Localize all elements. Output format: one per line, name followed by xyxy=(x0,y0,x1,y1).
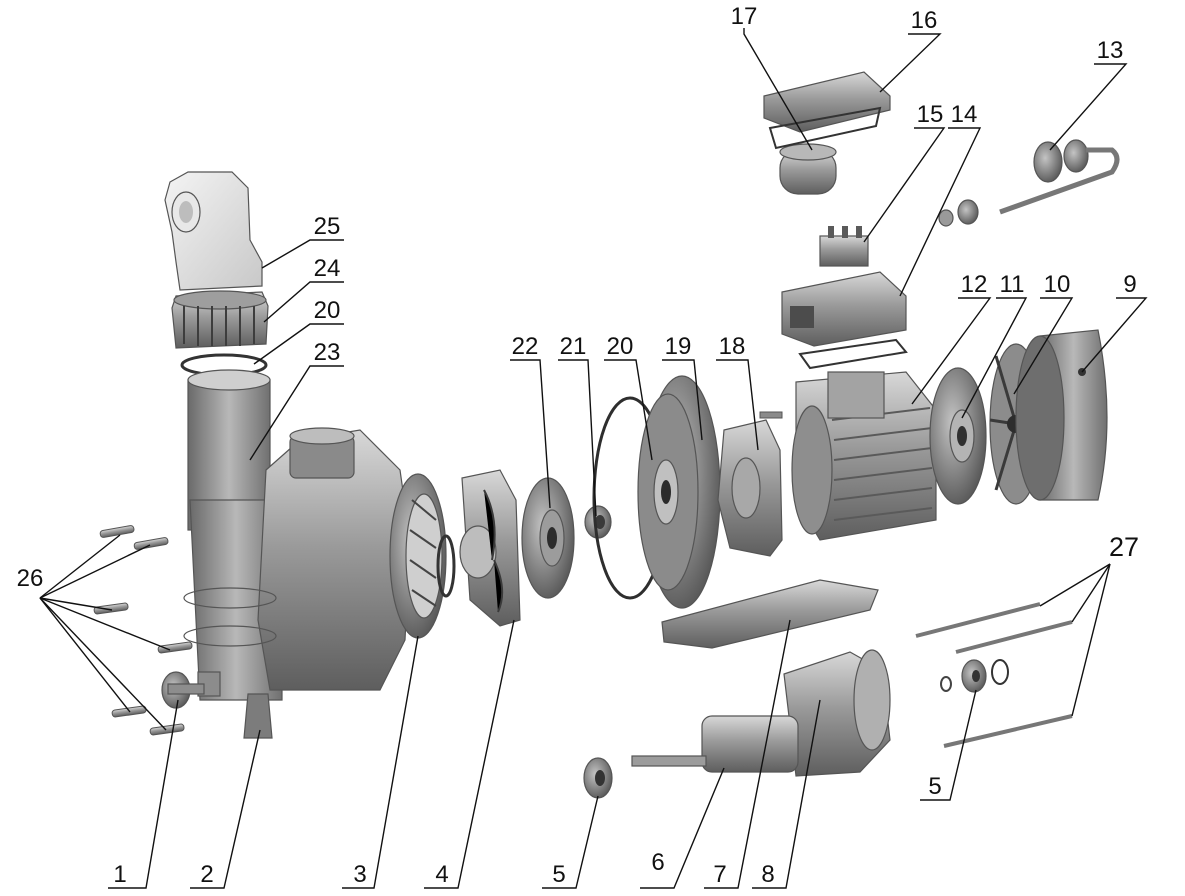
diffuser-part xyxy=(389,473,447,639)
label-13: 13 xyxy=(1097,37,1124,64)
fan-cover-part xyxy=(1015,329,1108,501)
seal-plate-part xyxy=(521,477,575,599)
leader-lines xyxy=(39,28,1148,889)
label-5-rear: 5 xyxy=(928,773,941,800)
terminal-cover-part xyxy=(763,71,891,150)
label-3: 3 xyxy=(353,861,366,888)
label-5-front: 5 xyxy=(552,861,565,888)
label-2: 2 xyxy=(200,861,213,888)
label-12: 12 xyxy=(961,271,988,298)
callout-labels: 1 2 3 4 5 6 7 8 5 9 10 11 12 13 14 15 16… xyxy=(17,3,1139,888)
through-bolts-part xyxy=(915,602,1073,748)
motor-flange-part xyxy=(717,411,783,557)
cable-gland-part xyxy=(938,139,1120,227)
pump-housing-part xyxy=(183,427,411,739)
label-6: 6 xyxy=(651,849,664,876)
housing-bolts-part xyxy=(93,525,193,736)
seal-housing-part xyxy=(637,375,721,609)
mechanical-seal-part xyxy=(584,505,612,539)
drain-plug-part xyxy=(161,671,205,709)
label-20-upper: 20 xyxy=(314,297,341,324)
label-22: 22 xyxy=(512,333,539,360)
label-19: 19 xyxy=(665,333,692,360)
label-21: 21 xyxy=(560,333,587,360)
terminal-box-part xyxy=(781,271,908,370)
rear-cover-part xyxy=(929,367,987,505)
label-18: 18 xyxy=(719,333,746,360)
strainer-lid-part xyxy=(164,171,263,291)
label-8: 8 xyxy=(761,861,774,888)
label-1: 1 xyxy=(113,861,126,888)
capacitor-part xyxy=(779,143,837,195)
label-23: 23 xyxy=(314,339,341,366)
label-15: 15 xyxy=(917,101,944,128)
motor-body-part xyxy=(791,371,937,541)
label-10: 10 xyxy=(1044,271,1071,298)
label-17: 17 xyxy=(731,3,758,30)
motor-base-part xyxy=(661,579,879,649)
label-20-middle: 20 xyxy=(607,333,634,360)
label-24: 24 xyxy=(314,255,341,282)
terminal-block-part xyxy=(819,226,869,267)
label-27: 27 xyxy=(1109,532,1139,562)
label-9: 9 xyxy=(1123,271,1136,298)
stator-part xyxy=(783,649,891,777)
rear-bearing-part xyxy=(940,659,1009,693)
label-16: 16 xyxy=(911,7,938,34)
lid-ring-nut-part xyxy=(171,290,269,349)
front-bearing-part xyxy=(583,757,613,799)
label-25: 25 xyxy=(314,213,341,240)
label-7: 7 xyxy=(713,861,726,888)
label-26: 26 xyxy=(17,565,44,592)
impeller-part xyxy=(459,469,521,627)
label-14: 14 xyxy=(951,101,978,128)
label-11: 11 xyxy=(1000,271,1025,298)
rotor-shaft-part xyxy=(631,715,799,773)
label-4: 4 xyxy=(435,861,448,888)
diffuser-o-ring-part xyxy=(436,534,456,598)
